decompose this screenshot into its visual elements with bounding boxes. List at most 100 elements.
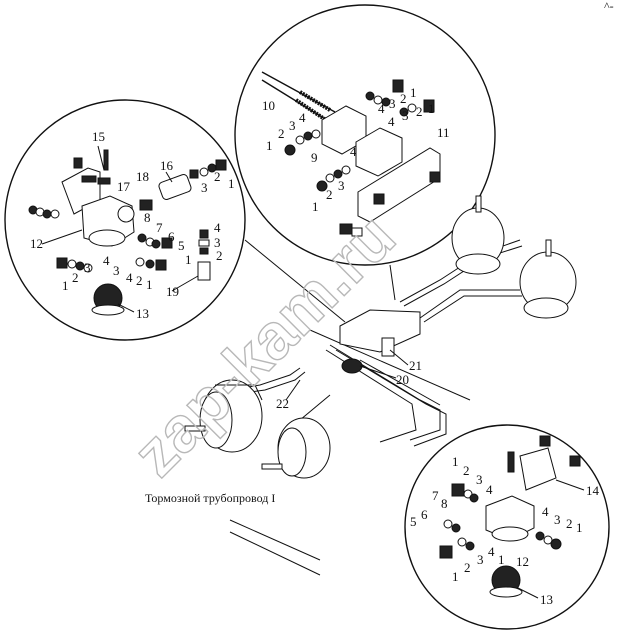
callout: 15 [92,129,105,144]
callout: 2 [566,516,573,531]
brake-chamber-rear-left [261,417,331,479]
leader-to-right-circle [389,264,396,301]
callout: 10 [262,98,275,113]
callout: 1 [498,552,505,567]
leader-lines [41,145,199,313]
callout: 4 [542,504,549,519]
callout: 4 [486,482,493,497]
callout: 12 [30,236,43,251]
bolts-bottom [339,171,441,237]
valve-bracket [381,337,395,357]
washers-bottom-left [56,257,93,273]
callout: 16 [160,158,174,173]
callout: 21 [409,358,422,373]
central-valve [339,309,421,353]
callouts-bottom-right: 1 2 3 4 8 7 6 5 1 2 3 4 14 4 3 2 1 12 13… [410,454,600,607]
diagram-caption: Тормозной трубопровод I [145,491,275,505]
callout: 6 [421,507,428,522]
callout: 2 [216,248,223,263]
callout: 1 [312,199,319,214]
leader-to-bottom-circle [359,359,441,406]
long-bolts [261,71,336,123]
callout: 3 [402,108,409,123]
callout: 1 [228,176,235,191]
valve-body-9b [355,127,403,177]
callout: 4 [214,220,221,235]
leader-22 [285,379,301,401]
callout: 20 [396,372,409,387]
callout: 1 [452,454,459,469]
callout: 18 [136,169,149,184]
brake-chamber-front-left [184,379,263,453]
callout: 11 [437,125,450,140]
callout: 4 [103,253,110,268]
washers-right-top [189,159,227,179]
callout: 8 [144,210,151,225]
washers-right [535,531,562,550]
callout: 3 [338,178,345,193]
callout: 1 [428,101,435,116]
callout: 3 [113,263,120,278]
bolts-top [507,435,581,473]
callout: 4 [299,110,306,125]
callout: 1 [266,138,273,153]
leader-to-left-circle [244,239,346,323]
callout: 9 [311,150,318,165]
callout: 14 [586,483,600,498]
callout: 4 [350,144,357,159]
washers-left-group [284,129,351,192]
detail-circle-bottom-right: 1 2 3 4 8 7 6 5 1 2 3 4 14 4 3 2 1 12 13… [404,424,610,630]
callout: 19 [166,284,179,299]
callout: 4 [388,114,395,129]
callout: 2 [136,273,143,288]
mounting-bracket [519,447,557,491]
callout: 4 [488,544,495,559]
callout: 3 [84,260,91,275]
bolts-top [73,149,111,185]
callout: 3 [214,235,221,250]
callout: 7 [432,488,439,503]
callout: 1 [185,252,192,267]
frame-rail-rear [309,329,471,401]
callout: 4 [126,270,133,285]
callout: 1 [410,85,417,100]
washers-left [439,483,479,559]
callout: 1 [452,569,459,584]
callout: 2 [464,560,471,575]
nut-18 [139,199,153,211]
chamber-13 [489,565,523,598]
callout: 1 [62,278,69,293]
callout: 13 [136,306,149,321]
callout: 3 [554,512,561,527]
leader-21 [389,349,409,366]
chamber-13 [91,283,125,316]
callout: 5 [410,514,417,529]
detail-circle-outline [404,424,610,630]
corner-mark: ^- [604,0,614,13]
washers-top-right [365,79,435,117]
washers-left [28,205,60,219]
callout: 6 [168,229,175,244]
valve-chamber [341,358,363,374]
callout: 3 [289,118,296,133]
callout: 2 [72,270,79,285]
callout: 7 [156,220,163,235]
valve-base [88,229,126,247]
callout: 2 [326,187,333,202]
washers-right-mid [135,233,173,271]
callouts-top-left: 15 16 17 18 12 1 2 3 4 5 6 7 8 3 4 2 1 1… [30,129,235,321]
callouts-top-right: 10 1 2 3 4 1 2 3 4 11 1 2 3 4 9 1 2 3 4 [262,85,450,214]
frame-rail [229,519,321,576]
valve-base [491,526,529,542]
detail-circle-top-right: 10 1 2 3 4 1 2 3 4 11 1 2 3 4 9 1 2 3 4 [234,4,496,266]
callout: 3 [201,180,208,195]
detail-circle-outline [234,4,496,266]
callout: 13 [540,592,553,607]
callout: 17 [117,179,131,194]
detail-circle-outline [4,99,246,341]
brake-chamber-rear-right [519,239,577,319]
callout: 3 [389,96,396,111]
callout: 2 [463,463,470,478]
leader-13 [517,587,539,599]
